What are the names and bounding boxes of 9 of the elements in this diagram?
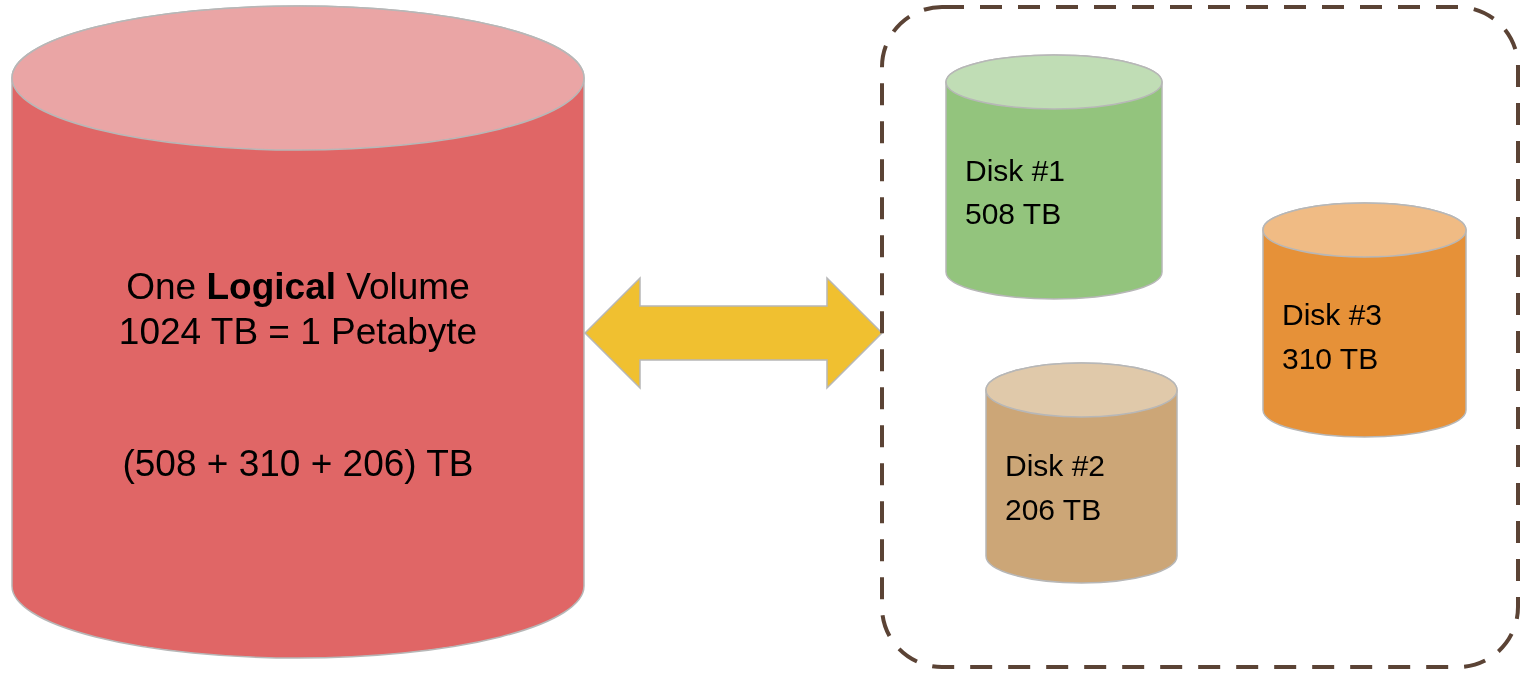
disk-label: 508 TB — [965, 196, 1062, 232]
disk-label: Disk #2 — [1005, 448, 1106, 484]
disk-label: 206 TB — [1005, 492, 1102, 528]
disk-label: Disk #1 — [965, 153, 1066, 189]
disk-label: Disk #3 — [1282, 297, 1383, 333]
volume-label: One Logical Volume 1024 TB = 1 Petabyte — [117, 265, 479, 355]
volume-label: (508 + 310 + 206) TB — [121, 442, 475, 486]
double-arrow — [583, 276, 884, 390]
disk-label: 310 TB — [1282, 341, 1379, 377]
